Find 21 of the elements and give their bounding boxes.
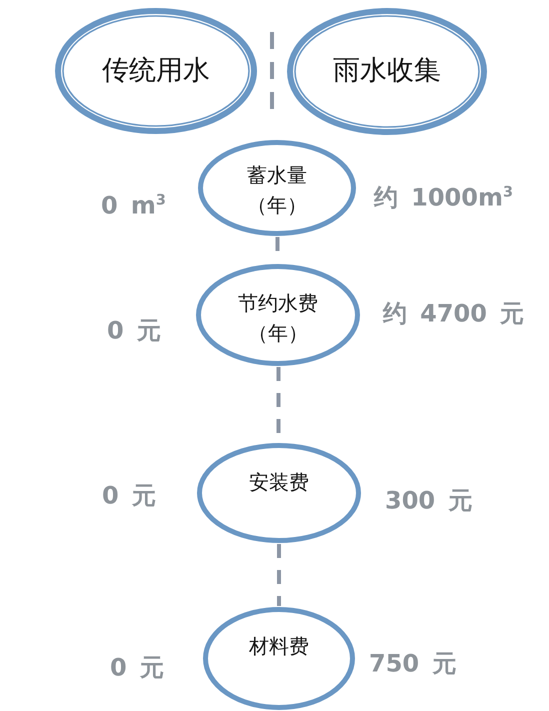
column-header-ellipse — [287, 8, 487, 135]
value-label: 约 4700 元 — [383, 300, 524, 328]
category-ellipse — [198, 140, 356, 236]
value-label: 0 元 — [102, 482, 156, 510]
category-ellipse — [203, 607, 355, 710]
value-label: 750 元 — [369, 650, 456, 678]
header-label: 传统用水 — [102, 54, 210, 88]
value-label: 0 元 — [110, 654, 164, 682]
header-label: 雨水收集 — [333, 54, 441, 88]
value-label: 0 元 — [107, 316, 161, 346]
dashed-connector — [277, 544, 281, 606]
value-label: 0 m$^{3}$ — [101, 192, 166, 220]
column-header-ellipse — [55, 8, 257, 134]
value-label: 300 元 — [385, 486, 472, 516]
value-label: 约 1000m$^{3}$ — [374, 184, 513, 212]
node-label: 安装费 — [249, 469, 309, 496]
node-label: 节约水费（年） — [237, 290, 319, 347]
node-label: 材料费 — [249, 632, 309, 660]
category-ellipse — [196, 264, 360, 366]
node-label: 蓄水量（年） — [246, 162, 308, 219]
category-ellipse — [197, 443, 361, 543]
